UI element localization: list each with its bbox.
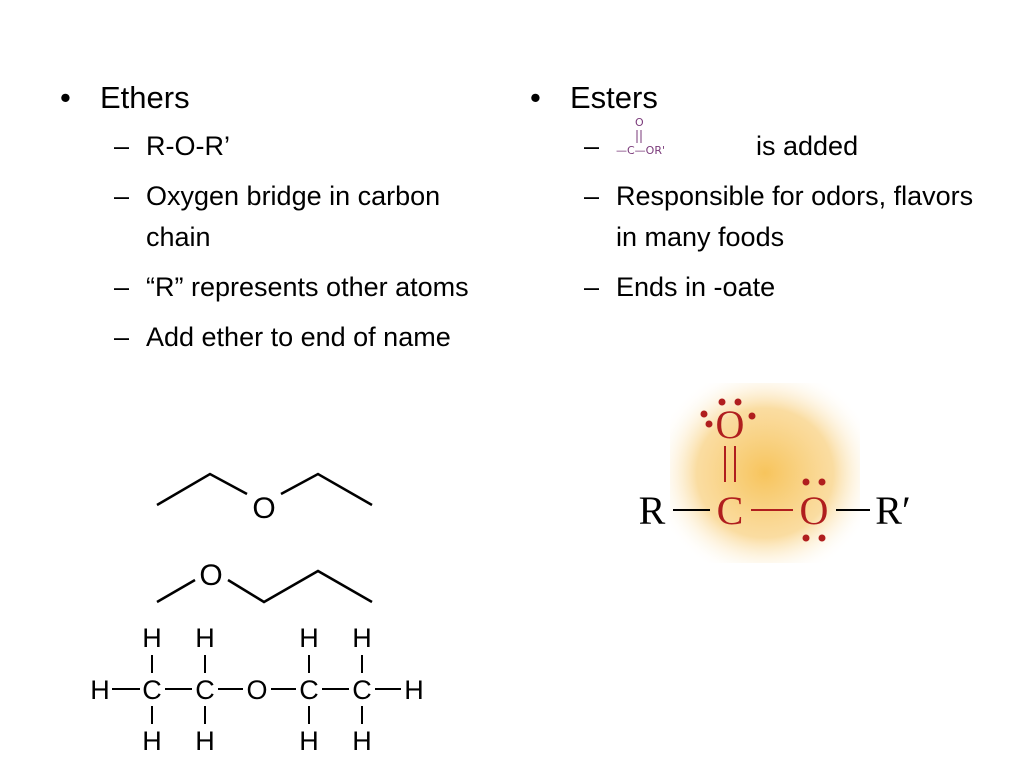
list-item: – Add ether to end of name [114,317,500,358]
list-item-text: Add ether to end of name [146,322,451,352]
bullet-icon: • [60,80,71,115]
list-item-text: “R” represents other atoms [146,272,469,302]
formula-bottom: —C—OR' [616,144,665,157]
ethers-column: • Ethers – R-O-R’ – Oxygen bridge in car… [60,78,500,367]
h-label: H [352,726,372,756]
list-item: – O —C—OR' is added [584,116,990,167]
h-label: H [299,623,319,653]
h-label: H [142,726,162,756]
h-label: H [142,623,162,653]
list-item: – Oxygen bridge in carbon chain [114,176,500,258]
bullet-icon: • [530,80,541,115]
esters-heading-row: • Esters [530,78,990,118]
carbon-label: C [717,488,744,533]
o-label: O [246,675,267,705]
condensed-ether: H H H H H C C O C C H H H H H [90,623,424,756]
list-item: – Ends in -oate [584,267,990,308]
h-label: H [352,623,372,653]
ester-group-formula: O —C—OR' [616,116,756,167]
dash-icon: – [114,322,130,352]
list-item-text: Ends in -oate [616,272,776,302]
r-prime-label: R′ [875,488,910,533]
ester-structure: R C O O R′ [639,383,911,563]
skeletal-ether-2 [156,569,373,604]
ethers-heading: Ethers [100,80,190,115]
esters-list: – O —C—OR' is added – Responsible for od… [584,116,990,308]
skeletal-ether-1 [156,472,373,507]
c-label: C [142,675,162,705]
dash-icon: – [114,272,130,302]
list-item: – Responsible for odors, flavors in many… [584,176,990,258]
formula-top: O [635,116,644,129]
h-label: H [299,726,319,756]
ethers-heading-row: • Ethers [60,78,500,118]
list-item: – R-O-R’ [114,126,500,167]
h-label: H [404,675,424,705]
skeletal-oxygen-1: O [252,492,275,525]
skeletal-oxygen-2: O [199,559,222,592]
glow-highlight [670,383,860,563]
h-label: H [195,726,215,756]
h-label: H [90,675,110,705]
h-label: H [195,623,215,653]
c-label: C [195,675,215,705]
lone-pair-dots [700,398,826,542]
r-label: R [639,488,666,533]
dash-icon: – [114,181,130,211]
dash-icon: – [584,131,600,161]
is-added-text: is added [756,131,859,161]
esters-heading: Esters [570,80,658,115]
list-item: – “R” represents other atoms [114,267,500,308]
dash-icon: – [584,272,600,302]
list-item-text: Oxygen bridge in carbon chain [146,181,441,252]
dash-icon: – [114,131,130,161]
list-item-text: Responsible for odors, flavors in many f… [616,181,974,252]
dash-icon: – [584,181,600,211]
bridge-oxygen-label: O [800,488,829,533]
condensed-bonds [112,655,401,724]
list-item-text: R-O-R’ [146,131,230,161]
ester-bonds [673,446,870,511]
esters-column: • Esters – O —C—OR' is added – Responsib… [530,78,990,317]
list-item-text: O —C—OR' is added [616,116,990,167]
carbonyl-oxygen-label: O [716,402,745,447]
ethers-list: – R-O-R’ – Oxygen bridge in carbon chain… [114,126,500,358]
c-label: C [352,675,372,705]
c-label: C [299,675,319,705]
